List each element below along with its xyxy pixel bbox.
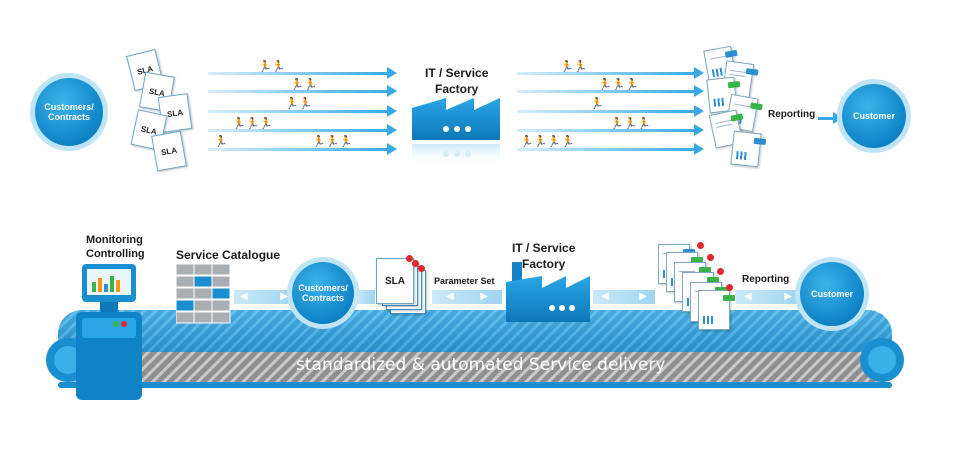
double-arrow: ◀▶ bbox=[736, 290, 800, 304]
double-arrow: ◀▶ bbox=[432, 290, 502, 304]
runner-icon: 🏃🏃🏃 bbox=[312, 136, 354, 148]
runner-icon: 🏃🏃 bbox=[290, 79, 318, 91]
double-arrow: ◀▶ bbox=[234, 290, 294, 304]
parameter-set-label: Parameter Set bbox=[434, 276, 495, 286]
double-arrow bbox=[355, 290, 375, 304]
runner-icon: 🏃 bbox=[590, 98, 604, 110]
flow-arrow bbox=[517, 85, 704, 97]
customer-circle-top: Customer bbox=[842, 84, 906, 148]
runner-icon: 🏃🏃🏃 bbox=[232, 118, 274, 130]
runner-icon: 🏃 bbox=[214, 136, 228, 148]
reporting-arrow-top bbox=[818, 112, 843, 124]
reporting-label-bottom: Reporting bbox=[742, 274, 790, 285]
service-catalogue-label: Service Catalogue bbox=[176, 248, 281, 262]
report-document bbox=[698, 290, 735, 330]
red-dot-icon bbox=[406, 255, 413, 262]
customers-contracts-label-bottom: Customers/ Contracts bbox=[298, 282, 348, 303]
flow-arrow bbox=[208, 124, 397, 136]
flow-arrow bbox=[208, 85, 397, 97]
red-dot-icon bbox=[726, 284, 733, 291]
runner-icon: 🏃🏃 bbox=[258, 61, 286, 73]
red-dot-icon bbox=[717, 268, 724, 275]
red-dot-icon bbox=[418, 265, 425, 272]
flow-arrow bbox=[517, 124, 704, 136]
flow-arrow bbox=[517, 105, 704, 117]
factory-title-bottom: IT / Service Factory bbox=[512, 241, 576, 271]
customer-circle-bottom: Customer bbox=[800, 262, 864, 326]
flow-arrow bbox=[517, 143, 704, 155]
double-arrow: ◀▶ bbox=[593, 290, 655, 304]
red-dot-icon bbox=[707, 254, 714, 261]
runner-icon: 🏃🏃 bbox=[285, 98, 313, 110]
belt-text: standardized & automated Service deliver… bbox=[296, 355, 666, 375]
monitoring-label: Monitoring Controlling bbox=[86, 234, 145, 261]
sla-document-bottom: SLA bbox=[376, 258, 414, 304]
customers-contracts-circle-bottom: Customers/ Contracts bbox=[292, 262, 354, 324]
runner-icon: 🏃🏃🏃 bbox=[610, 118, 652, 130]
sla-document: SLA bbox=[151, 130, 187, 172]
runner-icon: 🏃🏃 bbox=[560, 61, 588, 73]
customers-contracts-label: Customers/ Contracts bbox=[44, 101, 94, 122]
flow-arrow bbox=[517, 67, 704, 79]
customer-label-top: Customer bbox=[852, 110, 895, 121]
flow-arrow bbox=[208, 105, 397, 117]
flow-arrow bbox=[208, 143, 397, 155]
red-dot-icon bbox=[412, 260, 419, 267]
report-document bbox=[730, 130, 767, 168]
flow-arrow bbox=[208, 67, 397, 79]
customers-contracts-circle: Customers/ Contracts bbox=[35, 78, 103, 146]
runner-icon: 🏃🏃🏃 bbox=[598, 79, 640, 91]
reporting-label-top: Reporting bbox=[768, 109, 816, 120]
customer-label-bottom: Customer bbox=[810, 288, 853, 299]
factory-title-top: IT / Service Factory bbox=[425, 66, 489, 96]
red-dot-icon bbox=[697, 242, 704, 249]
runner-icon: 🏃🏃🏃🏃 bbox=[520, 136, 575, 148]
